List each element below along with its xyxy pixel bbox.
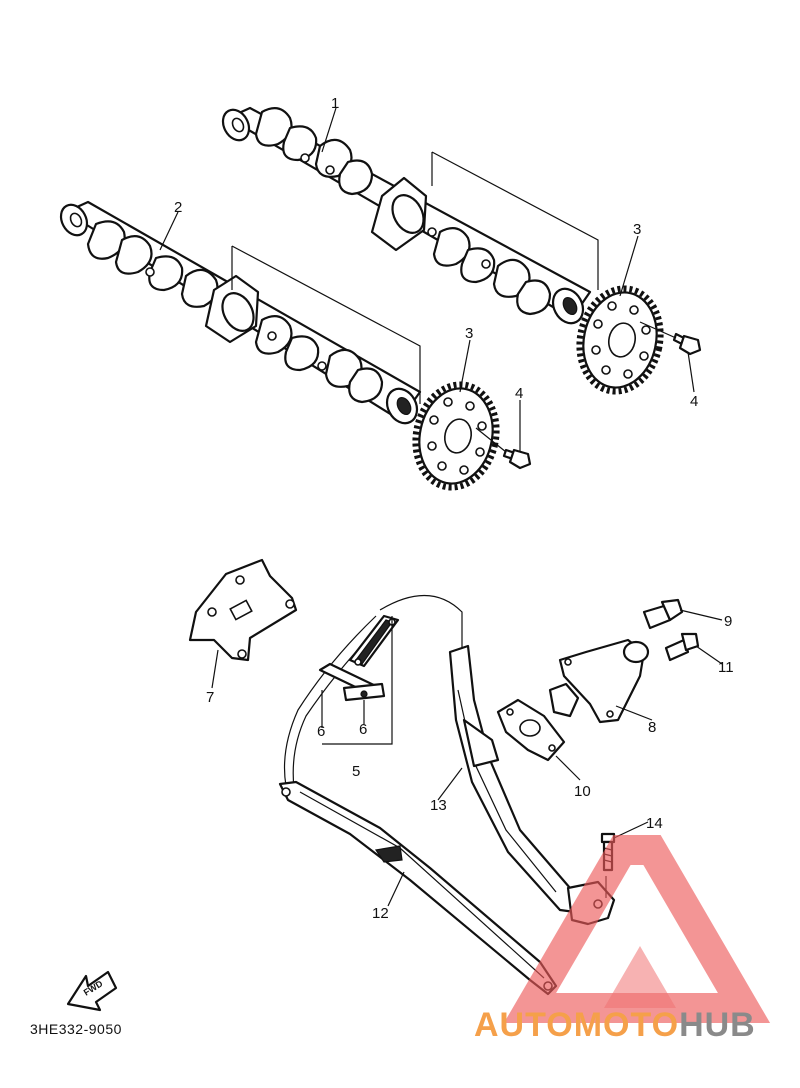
chain-guide-front [278, 780, 558, 996]
cam-sprocket-left [412, 381, 500, 491]
callout-3a: 3 [633, 221, 641, 238]
callout-9: 9 [724, 613, 732, 630]
callout-14: 14 [646, 815, 663, 832]
diagram-code: 3HE332-9050 [30, 1021, 122, 1037]
chain-guide-top [188, 558, 298, 662]
fwd-arrow: FWD [66, 970, 118, 1012]
tensioner-bolt-9 [642, 598, 684, 630]
callout-10: 10 [574, 783, 591, 800]
callout-6b: 6 [359, 721, 367, 738]
chain-link-upper [348, 614, 400, 668]
camshaft-exhaust [221, 106, 592, 325]
chain-tensioner [548, 638, 650, 724]
callout-3b: 3 [465, 325, 473, 342]
watermark-text-hub: HUB [679, 1006, 756, 1044]
watermark-text: AUTOMOTOHUB [474, 1006, 756, 1044]
callout-4a: 4 [690, 393, 698, 410]
callout-6a: 6 [317, 723, 325, 740]
sprocket-bolt-right [672, 332, 702, 356]
callout-5: 5 [352, 763, 360, 780]
camshaft-intake [59, 200, 422, 425]
callout-12: 12 [372, 905, 389, 922]
callout-11: 11 [718, 659, 734, 676]
callout-labels: 1 2 3 3 4 4 5 6 6 7 8 9 10 11 12 13 14 [174, 95, 734, 922]
leader-lines-upper [231, 151, 677, 453]
callout-4b: 4 [515, 385, 523, 402]
tensioner-gasket [496, 698, 566, 762]
callout-7: 7 [206, 689, 214, 706]
watermark-text-automoto: AUTOMOTO [474, 1006, 679, 1044]
watermark-logo [503, 835, 771, 1023]
cam-sprocket-right [576, 285, 664, 395]
callout-2: 2 [174, 199, 182, 216]
tensioner-bolt-11 [664, 632, 700, 662]
chain-link-lower [318, 662, 386, 702]
callout-1: 1 [331, 95, 339, 112]
callout-13: 13 [430, 797, 447, 814]
callout-8: 8 [648, 719, 656, 736]
sprocket-bolt-left [502, 448, 532, 470]
